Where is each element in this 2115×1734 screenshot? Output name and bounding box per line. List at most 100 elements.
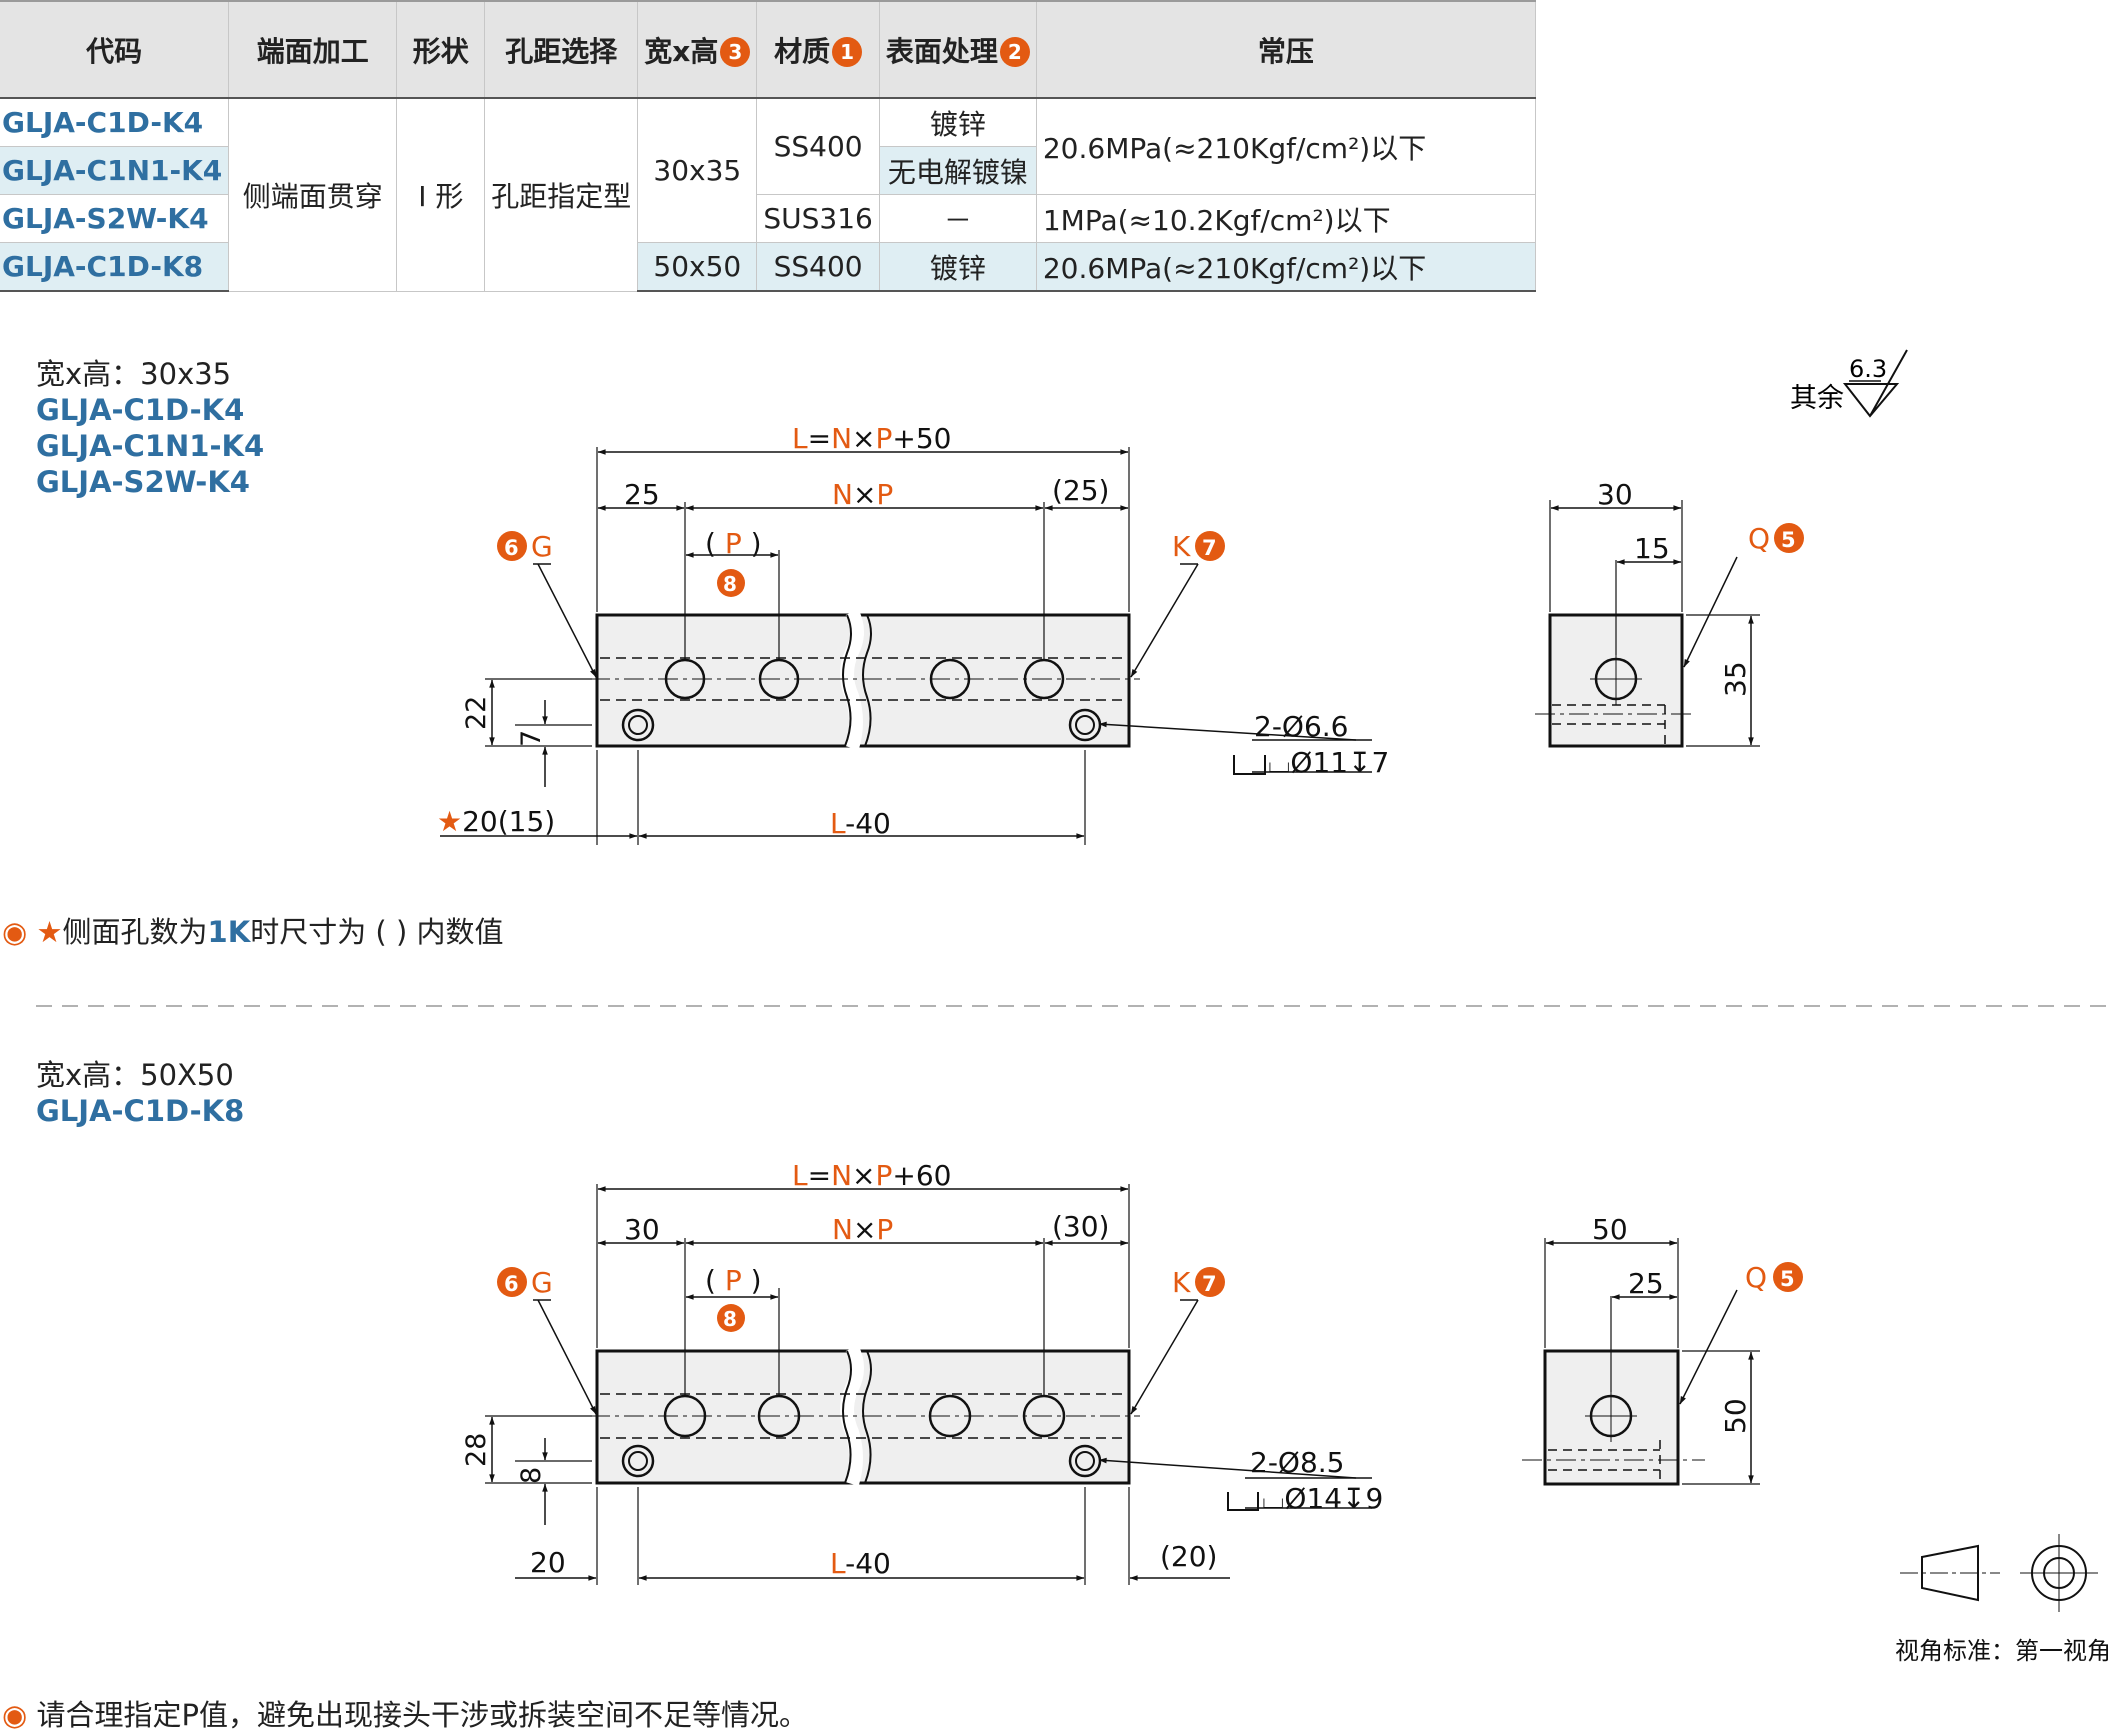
callout-Q: Q	[1748, 522, 1770, 555]
dim-side-half: 25	[1628, 1267, 1664, 1300]
cell-pressure: 1MPa(≈10.2Kgf/cm²)以下	[1036, 194, 1537, 243]
cell-shape: I 形	[396, 98, 486, 292]
dim-pitch-total: N×P	[832, 1213, 893, 1246]
badge-6: 6	[504, 1272, 519, 1296]
dim-pitch-total: N×P	[832, 478, 893, 511]
cell-surface: －	[879, 194, 1037, 243]
footer-note: ◉ 请合理指定P值，避免出现接头干涉或拆装空间不足等情况。	[2, 1692, 808, 1734]
dim-left-bottom: 20	[530, 1546, 566, 1579]
star-icon: ★	[36, 915, 63, 949]
dim-hole-spec: 2-Ø8.5	[1250, 1446, 1345, 1479]
dim-side-height: 35	[1719, 661, 1752, 697]
col-pitch: 孔距选择	[484, 0, 639, 99]
section2-side-dimensions: 50 25 50 Q 5	[1592, 1213, 1803, 1434]
cell-surface: 镀锌	[879, 98, 1037, 147]
section2-side-view	[1522, 1238, 1760, 1486]
roughness-symbol: 其余 6.3	[1790, 349, 1908, 418]
section1-code-2: GLJA-C1N1-K4	[36, 429, 265, 463]
section1-note: ◉ ★侧面孔数为1K时尺寸为 ( ) 内数值	[2, 909, 504, 951]
cell-material: SUS316	[756, 194, 880, 243]
section2-callouts: 6 G K 7 8	[497, 1266, 1225, 1332]
callout-G: G	[531, 530, 553, 563]
dim-cbore-spec: ⌴Ø14↧9	[1262, 1482, 1383, 1515]
table-row: GLJA-C1D-K8 50x50 SS400 镀锌 20.6MPa(≈210K…	[0, 242, 1537, 292]
roughness-label: 其余	[1790, 383, 1844, 414]
dim-hole-spec: 2-Ø6.6	[1254, 710, 1349, 743]
dim-bottom: L-40	[830, 807, 891, 840]
table-row: GLJA-C1N1-K4 无电解镀镍	[0, 146, 1536, 195]
cell-size: 30x35	[637, 98, 758, 243]
note-bullet-icon: ◉	[2, 915, 28, 949]
dim-side-half: 15	[1634, 532, 1670, 565]
dim-bottom: L-40	[830, 1547, 891, 1580]
section1-side-view	[1535, 500, 1760, 748]
cell-pressure: 20.6MPa(≈210Kgf/cm²)以下	[1036, 98, 1537, 195]
col-end-machining: 端面加工	[228, 0, 398, 99]
section1-code-1: GLJA-C1D-K4	[36, 393, 245, 427]
dim-overall-L: L=N×P+50	[792, 422, 951, 455]
note-text-suffix: 时尺寸为 ( ) 内数值	[250, 915, 504, 949]
dim-pitch-one: ( P )	[705, 1264, 762, 1297]
badge-1: 1	[832, 36, 863, 67]
section2-size-label: 宽x高：50X50	[36, 1058, 234, 1092]
cell-code: GLJA-C1N1-K4	[0, 146, 230, 195]
col-pressure: 常压	[1036, 0, 1537, 99]
cell-material: SS400	[756, 242, 880, 292]
callout-G: G	[531, 1266, 553, 1299]
callout-Q: Q	[1745, 1261, 1767, 1294]
badge-5: 5	[1781, 528, 1796, 552]
dim-right-edge: (30)	[1052, 1210, 1109, 1243]
badge-7: 7	[1202, 1272, 1217, 1296]
cell-code: GLJA-C1D-K8	[0, 242, 230, 292]
table-row: GLJA-S2W-K4 SUS316 － 1MPa(≈10.2Kgf/cm²)以…	[0, 194, 1537, 243]
dim-height-b: 7	[516, 730, 547, 747]
badge-7: 7	[1202, 536, 1217, 560]
dim-side-height: 50	[1719, 1398, 1752, 1434]
cell-code: GLJA-C1D-K4	[0, 98, 230, 147]
section1-side-dimensions: 30 15 35 Q 5	[1597, 478, 1804, 697]
section1-size-label: 宽x高：30x35	[36, 357, 232, 391]
dim-side-width: 50	[1592, 1213, 1628, 1246]
dim-height-b: 8	[516, 1467, 547, 1484]
section1-front-view	[440, 447, 1372, 845]
section1-code-3: GLJA-S2W-K4	[36, 465, 250, 499]
section2-front-dimensions: L=N×P+60 30 N×P (30) ( P ) 28 8 20 L-40 …	[461, 1159, 1383, 1580]
badge-2: 2	[999, 36, 1030, 67]
dim-height-a: 28	[461, 1433, 492, 1467]
badge-3: 3	[720, 36, 751, 67]
dim-right-bottom: (20)	[1160, 1540, 1217, 1573]
dim-left-edge: 30	[624, 1213, 660, 1246]
dim-star: ★20(15)	[437, 805, 555, 838]
roughness-value: 6.3	[1849, 355, 1887, 383]
col-code: 代码	[0, 0, 230, 99]
cell-pitch: 孔距指定型	[484, 98, 639, 292]
cell-size: 50x50	[637, 242, 758, 292]
dim-right-edge: (25)	[1052, 474, 1109, 507]
callout-K: K	[1172, 1266, 1191, 1299]
dim-cbore-spec: ⌴Ø11↧7	[1268, 746, 1389, 779]
cell-surface: 镀锌	[879, 242, 1037, 292]
first-angle-projection-icon	[1900, 1534, 2098, 1612]
badge-8: 8	[723, 572, 737, 596]
section1-callouts: 6 G K 7 8	[497, 530, 1225, 597]
note-highlight: 1K	[207, 915, 251, 949]
cell-pressure: 20.6MPa(≈210Kgf/cm²)以下	[1036, 242, 1537, 292]
dim-height-a: 22	[461, 696, 492, 730]
note-bullet-icon: ◉	[2, 1698, 28, 1732]
cell-material: SS400	[756, 98, 880, 195]
cell-code: GLJA-S2W-K4	[0, 194, 230, 243]
col-shape: 形状	[396, 0, 486, 99]
badge-5: 5	[1780, 1267, 1795, 1291]
badge-8: 8	[723, 1307, 737, 1331]
dim-overall-L: L=N×P+60	[792, 1159, 951, 1192]
table-row: GLJA-C1D-K4 侧端面贯穿 I 形 孔距指定型 30x35 SS400 …	[0, 98, 1537, 292]
section2-front-view	[485, 1184, 1372, 1585]
note-text-prefix: ★侧面孔数为	[36, 915, 208, 949]
cell-end-machining: 侧端面贯穿	[228, 98, 398, 292]
cell-surface: 无电解镀镍	[879, 146, 1037, 195]
